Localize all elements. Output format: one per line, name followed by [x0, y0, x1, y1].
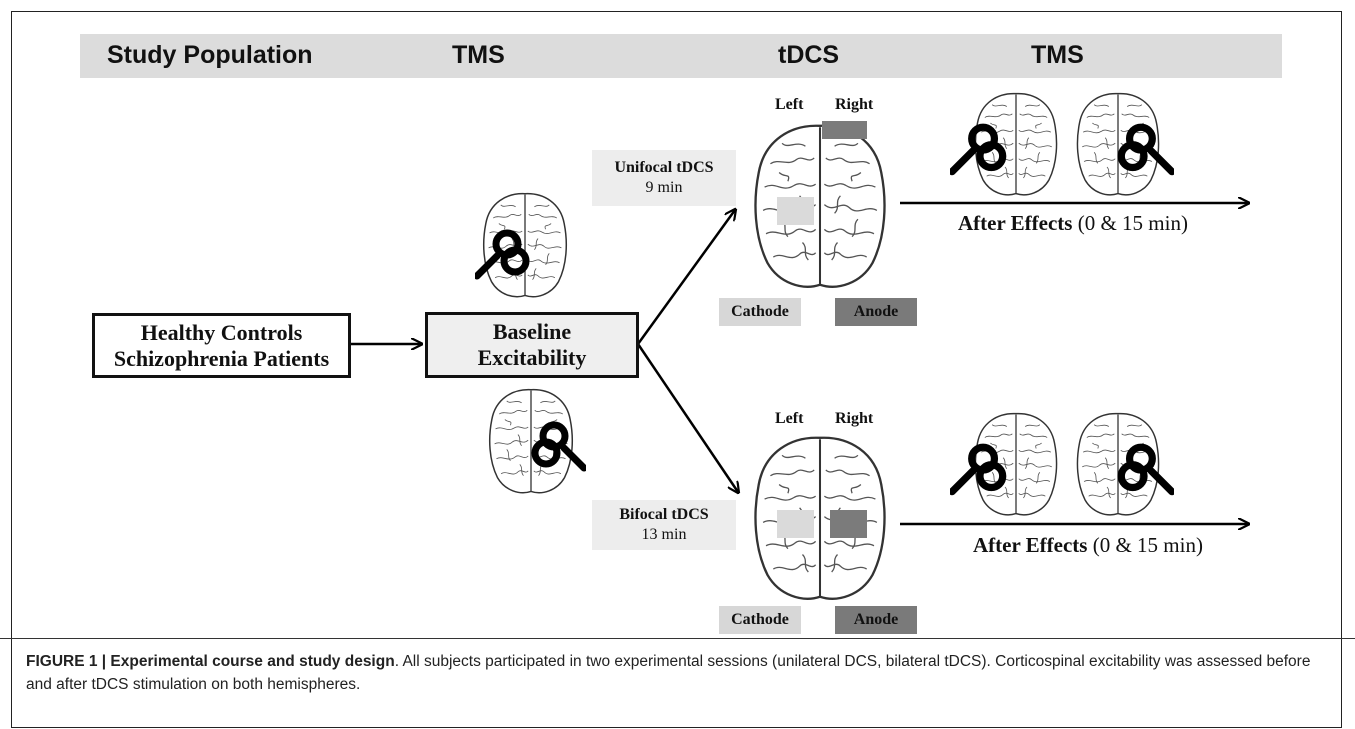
bifocal-duration: 13 min	[641, 526, 687, 543]
figure-caption: FIGURE 1 | Experimental course and study…	[26, 650, 1336, 696]
tms-coil-icon	[950, 120, 1012, 182]
header-tms-after: TMS	[1031, 41, 1084, 69]
population-line1: Healthy Controls	[140, 319, 303, 345]
tms-coil-icon	[950, 440, 1012, 502]
after-effects-times: (0 & 15 min)	[1072, 211, 1188, 235]
baseline-line2: Excitability	[477, 345, 587, 370]
bifocal-left-label: Left	[775, 410, 804, 427]
population-line2: Schizophrenia Patients	[113, 345, 330, 371]
bifocal-condition-box: Bifocal tDCS 13 min	[592, 500, 736, 550]
after-effects-times: (0 & 15 min)	[1087, 533, 1203, 557]
baseline-line1: Baseline	[492, 319, 572, 344]
caption-body: . All subjects participated in two exper…	[26, 653, 1311, 693]
bifocal-cathode-electrode	[777, 510, 814, 538]
unifocal-cathode-electrode	[777, 197, 814, 225]
bifocal-right-label: Right	[835, 410, 874, 427]
tms-coil-icon	[475, 226, 535, 286]
after-effects-bold: After Effects	[973, 533, 1088, 557]
caption-divider	[0, 638, 1355, 639]
unifocal-left-label: Left	[775, 96, 804, 113]
unifocal-anode-legend: Anode	[835, 298, 917, 326]
header-study-population: Study Population	[107, 41, 313, 69]
baseline-excitability-box: Baseline Excitability	[425, 312, 639, 378]
after-effects-bold: After Effects	[958, 211, 1073, 235]
tms-coil-icon	[526, 418, 586, 478]
bifocal-anode-electrode	[830, 510, 867, 538]
unifocal-condition-box: Unifocal tDCS 9 min	[592, 150, 736, 206]
bifocal-anode-legend: Anode	[835, 606, 917, 634]
header-band	[80, 34, 1282, 78]
arrow-baseline-to-bifocal	[636, 343, 738, 492]
brain-icon	[745, 432, 895, 607]
brain-icon	[745, 120, 895, 295]
unifocal-name: Unifocal tDCS	[614, 159, 714, 176]
population-box: Healthy Controls Schizophrenia Patients	[92, 313, 351, 378]
bifocal-name: Bifocal tDCS	[619, 506, 709, 523]
unifocal-duration: 9 min	[645, 179, 683, 196]
unifocal-right-label: Right	[835, 96, 874, 113]
arrow-baseline-to-unifocal	[636, 210, 735, 345]
bifocal-after-effects: After Effects (0 & 15 min)	[973, 533, 1203, 558]
header-tms-baseline: TMS	[452, 41, 505, 69]
caption-label: FIGURE 1 | Experimental course and study…	[26, 653, 395, 670]
unifocal-anode-electrode	[822, 121, 867, 139]
header-tdcs: tDCS	[778, 41, 840, 69]
tms-coil-icon	[1112, 120, 1174, 182]
unifocal-cathode-legend: Cathode	[719, 298, 801, 326]
unifocal-after-effects: After Effects (0 & 15 min)	[958, 211, 1188, 236]
bifocal-cathode-legend: Cathode	[719, 606, 801, 634]
tms-coil-icon	[1112, 440, 1174, 502]
